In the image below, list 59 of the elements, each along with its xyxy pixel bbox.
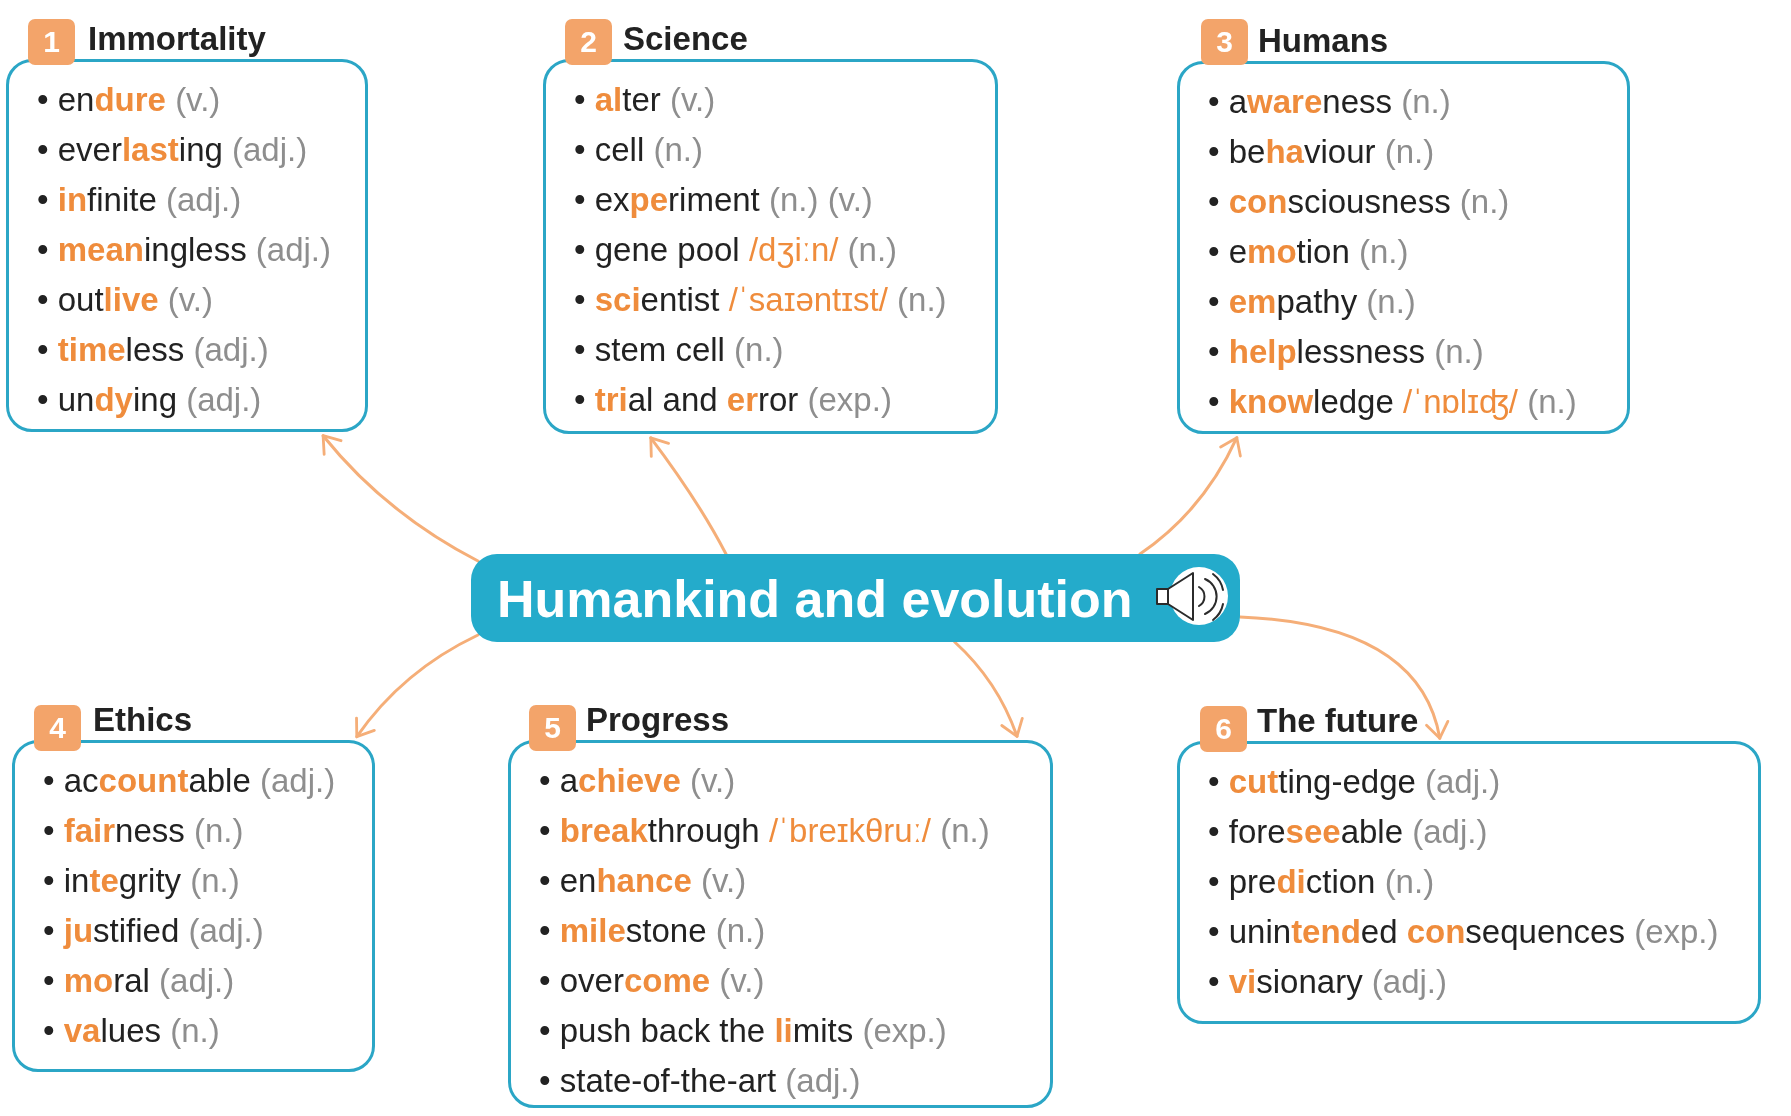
vocab-item: • overcome (v.) [539, 962, 765, 1000]
card-heading: The future [1257, 701, 1419, 741]
vocab-item: • integrity (n.) [43, 862, 240, 900]
central-topic-banner [471, 554, 1240, 642]
vocab-item: • consciousness (n.) [1208, 183, 1510, 221]
card-heading: Science [623, 19, 748, 59]
card-heading: Ethics [93, 700, 193, 740]
arrow [321, 434, 480, 563]
vocab-item: • visionary (adj.) [1208, 963, 1447, 1001]
vocab-item: • behaviour (n.) [1208, 133, 1435, 171]
vocab-item: • experiment (n.) (v.) [574, 181, 873, 219]
arrow [355, 633, 480, 739]
vocab-item: • foreseeable (adj.) [1208, 813, 1488, 851]
vocab-item: • everlasting (adj.) [37, 131, 308, 169]
vocab-item: • values (n.) [43, 1012, 220, 1050]
vocab-item: • accountable (adj.) [43, 762, 336, 800]
vocab-item: • unintended consequences (exp.) [1208, 913, 1719, 951]
vocab-item: • alter (v.) [574, 81, 716, 119]
card-heading: Humans [1258, 21, 1389, 61]
vocab-item: • trial and error (exp.) [574, 381, 892, 419]
vocab-item: • push back the limits (exp.) [539, 1012, 947, 1050]
arrow [1238, 615, 1449, 740]
number-badge: 3 [1201, 19, 1248, 65]
vocab-item: • justified (adj.) [43, 912, 264, 950]
card-heading: Immortality [88, 19, 266, 59]
vocab-item: • outlive (v.) [37, 281, 214, 319]
vocab-item: • awareness (n.) [1208, 83, 1451, 121]
vocab-item: • enhance (v.) [539, 862, 747, 900]
number-badge: 4 [34, 705, 81, 751]
vocab-item: • empathy (n.) [1208, 283, 1416, 321]
vocab-item: • emotion (n.) [1208, 233, 1409, 271]
vocab-item: • moral (adj.) [43, 962, 235, 1000]
vocab-item: • fairness (n.) [43, 812, 244, 850]
vocab-item: • helplessness (n.) [1208, 333, 1484, 371]
vocab-item: • milestone (n.) [539, 912, 766, 950]
number-badge: 2 [565, 19, 612, 65]
number-badge: 5 [529, 705, 576, 751]
arrow [649, 436, 728, 556]
arrow [953, 640, 1024, 738]
vocab-item: • stem cell (n.) [574, 331, 784, 369]
vocab-item: • prediction (n.) [1208, 863, 1435, 901]
vocab-item: • scientist /ˈsaɪəntɪst/ (n.) [574, 281, 947, 319]
vocab-item: • timeless (adj.) [37, 331, 269, 369]
vocab-item: • gene pool /dʒiːn/ (n.) [574, 231, 898, 269]
card-heading: Progress [586, 700, 730, 740]
vocab-item: • cutting-edge (adj.) [1208, 763, 1501, 801]
number-badge: 6 [1200, 706, 1247, 752]
vocab-item: • meaningless (adj.) [37, 231, 332, 269]
central-topic-title: Humankind and evolution [497, 569, 1133, 629]
vocab-item: • endure (v.) [37, 81, 221, 119]
vocab-item: • state-of-the-art (adj.) [539, 1062, 861, 1100]
arrow [1138, 436, 1242, 556]
vocab-item: • achieve (v.) [539, 762, 736, 800]
vocab-item: • undying (adj.) [37, 381, 262, 419]
vocab-item: • cell (n.) [574, 131, 703, 169]
vocab-item: • knowledge /ˈnɒlɪʤ/ (n.) [1208, 383, 1577, 421]
vocab-item: • breakthrough /ˈbreɪkθruː/ (n.) [539, 812, 990, 850]
number-badge: 1 [28, 19, 75, 65]
vocab-item: • infinite (adj.) [37, 181, 242, 219]
